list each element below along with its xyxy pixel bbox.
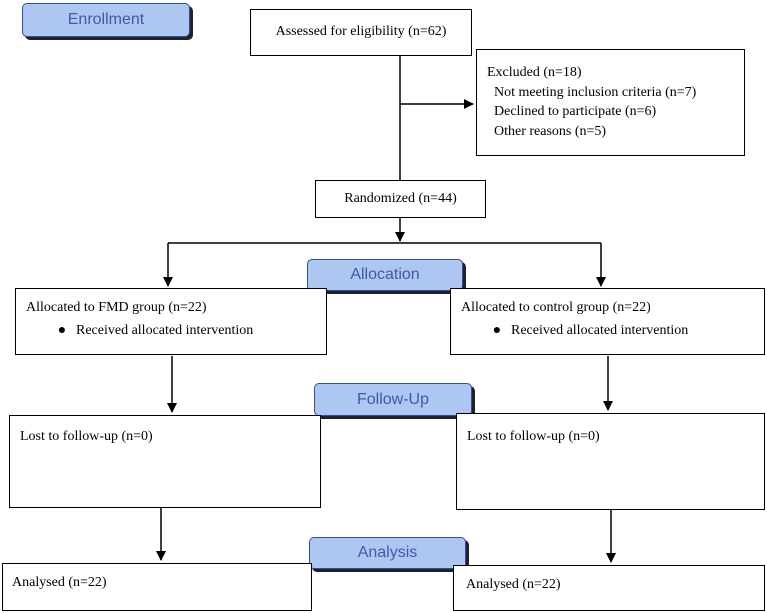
assessed-box: Assessed for eligibility (n=62) [250, 9, 472, 56]
fmd-followup-text: Lost to follow-up (n=0) [20, 429, 153, 444]
fmd-group-box: Allocated to FMD group (n=22) ● Received … [15, 288, 327, 355]
randomized-text: Randomized (n=44) [344, 190, 457, 206]
fmd-analysed-text: Analysed (n=22) [12, 575, 107, 590]
excluded-title: Excluded (n=18) [487, 65, 582, 80]
fmd-followup-box: Lost to follow-up (n=0) [9, 415, 321, 508]
control-group-title: Allocated to control group (n=22) [461, 300, 651, 315]
excluded-item: Not meeting inclusion criteria (n=7) [494, 84, 697, 100]
control-group-box: Allocated to control group (n=22) ● Recei… [450, 288, 765, 355]
excluded-item: Declined to participate (n=6) [494, 104, 657, 120]
excluded-item: Other reasons (n=5) [494, 123, 607, 139]
phase-analysis: Analysis [309, 537, 466, 569]
control-followup-box: Lost to follow-up (n=0) [456, 413, 765, 510]
control-group-bullet: Received allocated intervention [511, 322, 689, 338]
assessed-text: Assessed for eligibility (n=62) [275, 24, 447, 40]
fmd-group-bullet: Received allocated intervention [76, 322, 254, 338]
fmd-group-title: Allocated to FMD group (n=22) [26, 300, 207, 315]
phase-enrollment: Enrollment [22, 3, 190, 37]
control-analysed-box: Analysed (n=22) [453, 565, 765, 611]
excluded-box: Excluded (n=18) Not meeting inclusion cr… [476, 49, 745, 156]
phase-follow-up: Follow-Up [314, 383, 472, 416]
control-followup-text: Lost to follow-up (n=0) [467, 429, 600, 444]
phase-allocation: Allocation [307, 259, 463, 291]
bullet-icon: ● [492, 322, 502, 338]
fmd-analysed-box: Analysed (n=22) [2, 563, 312, 611]
control-analysed-text: Analysed (n=22) [466, 577, 561, 592]
randomized-box: Randomized (n=44) [315, 180, 486, 218]
bullet-icon: ● [57, 322, 67, 338]
